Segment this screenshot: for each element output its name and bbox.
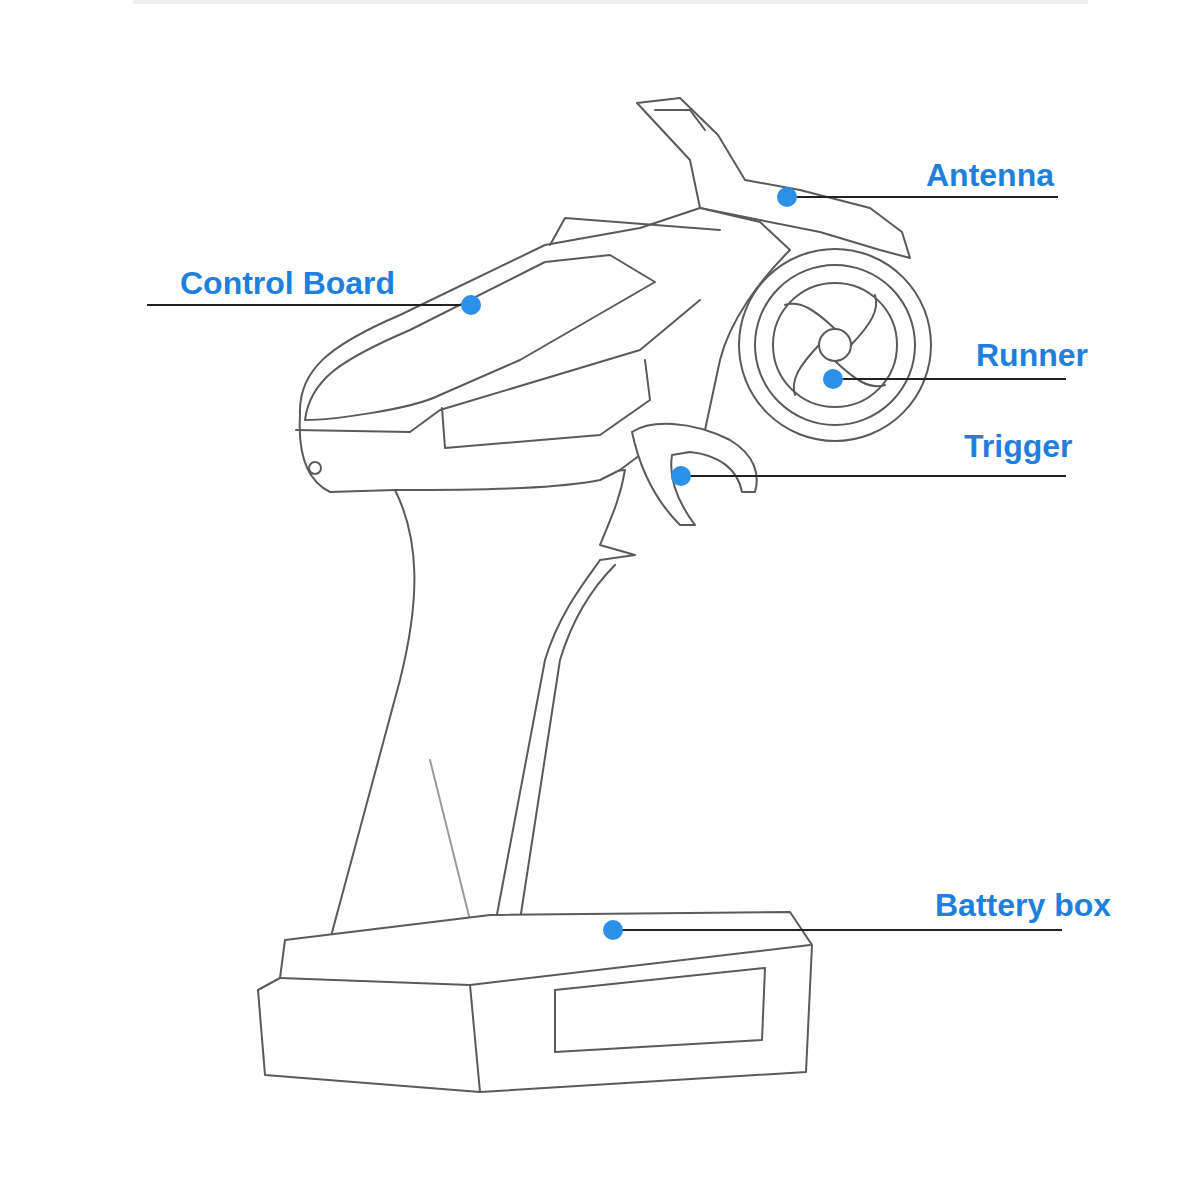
wheel-rim [773, 283, 897, 407]
leader-line [613, 929, 1062, 931]
housing-seam [550, 218, 720, 245]
battery-box-shape [258, 912, 812, 1092]
leader-line [147, 304, 471, 306]
marker-dot [461, 295, 481, 315]
leader-line [681, 475, 1066, 477]
part-label: Antenna [926, 159, 1054, 191]
marker-dot [823, 369, 843, 389]
leader-line [787, 196, 1058, 198]
wheel-outer [739, 249, 931, 441]
grip-line [430, 760, 470, 920]
part-label: Battery box [935, 889, 1111, 921]
marker-dot [671, 466, 691, 486]
leader-line [833, 378, 1066, 380]
part-label: Trigger [964, 430, 1072, 462]
battery-box-seam [470, 985, 480, 1092]
grip-line [520, 565, 615, 920]
port [309, 462, 321, 474]
antenna-detail [655, 110, 705, 130]
marker-dot [777, 187, 797, 207]
grip [330, 470, 635, 940]
battery-box-panel [555, 968, 765, 1052]
part-label: Control Board [180, 267, 395, 299]
housing-seam [442, 360, 650, 448]
wheel-tire [755, 265, 915, 425]
wheel-hub [819, 329, 851, 361]
housing-seam [296, 300, 700, 432]
trigger-shape [632, 424, 757, 525]
part-label: Runner [976, 339, 1088, 371]
marker-dot [603, 920, 623, 940]
top-rule [133, 0, 1088, 4]
